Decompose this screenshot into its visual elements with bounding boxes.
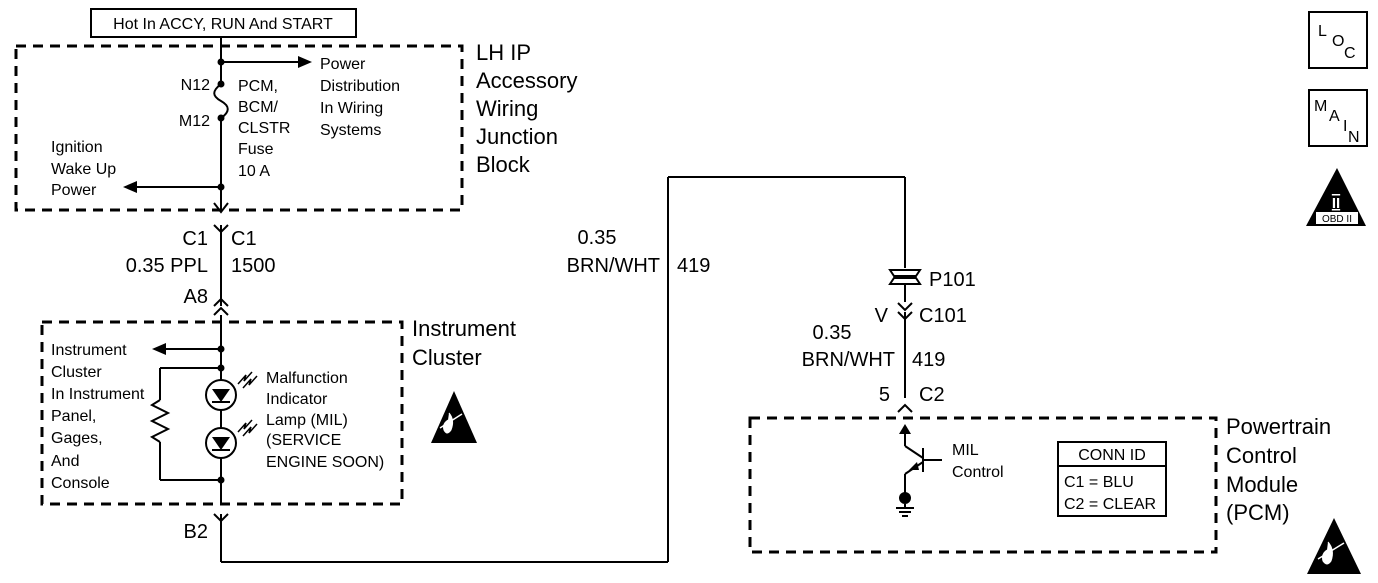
mil-control-label: MIL Control [952, 442, 1004, 481]
svg-text:L: L [1318, 23, 1327, 40]
esd-warning-icon [1307, 518, 1361, 574]
wire-c1-1500: C1 C1 0.35 PPL 1500 A8 [126, 202, 276, 322]
conn-id-table: CONN ID C1 = BLU C2 = CLEAR [1057, 441, 1167, 517]
splice-label: P101 [929, 269, 976, 291]
connector-female-icon [213, 202, 229, 214]
conn-id-row: C2 = CLEAR [1064, 496, 1156, 513]
wire-419: B2 0.35 BRN/WHT 419 [184, 176, 906, 563]
esd-warning-icon [431, 391, 477, 443]
fuse-label: PCM, BCM/ CLSTR Fuse 10 A [238, 78, 295, 180]
pin-5: 5 [879, 384, 890, 406]
wire-color: BRN/WHT [567, 255, 660, 277]
arrow-right-icon [298, 56, 312, 68]
svg-text:A: A [1329, 108, 1340, 125]
svg-text:II: II [1332, 195, 1340, 212]
resistor-icon [149, 399, 171, 443]
circuit-number: 419 [912, 349, 945, 371]
circuit-number: 419 [677, 255, 710, 277]
led-icon [205, 419, 258, 459]
svg-text:C: C [1344, 45, 1356, 62]
power-distribution-label: Power Distribution In Wiring Systems [320, 56, 404, 139]
instrument-cluster: Instrument Cluster [40, 316, 522, 506]
transistor-icon [896, 424, 942, 517]
pin-a8: A8 [184, 286, 208, 308]
svg-text:M: M [1314, 98, 1327, 115]
svg-text:N: N [1348, 129, 1360, 146]
connector-female-icon [213, 306, 229, 316]
pcm-boundary [748, 416, 1218, 554]
terminal-dot [217, 80, 225, 88]
svg-text:O: O [1332, 33, 1344, 50]
header-label-box: Hot In ACCY, RUN And START [90, 8, 357, 38]
svg-text:I: I [1343, 118, 1347, 135]
connector-c1-right: C1 [231, 228, 257, 250]
header-label: Hot In ACCY, RUN And START [113, 16, 333, 33]
pin-v: V [875, 305, 889, 327]
pin-b2: B2 [184, 521, 208, 543]
junction-block-boundary [14, 44, 464, 212]
circuit-number: 1500 [231, 255, 276, 277]
arrow-left-icon [123, 181, 137, 193]
mil-label: Malfunction Indicator Lamp (MIL) (SERVIC… [266, 370, 384, 471]
terminal-m12: M12 [179, 113, 210, 130]
ignition-wake-up-label: Ignition Wake Up Power [51, 139, 121, 199]
connector-c1-left: C1 [182, 228, 208, 250]
arrow-left-icon [152, 343, 166, 355]
connector-female-icon [897, 302, 913, 312]
pcm-title: Powertrain Control Module (PCM) [1226, 414, 1337, 525]
splice-pack-p101: P101 V C101 0.35 BRN/WHT 419 5 C2 [802, 269, 976, 413]
led-icon [205, 371, 258, 411]
pcm-module: Powertrain Control Module (PCM) MIL Cont… [748, 414, 1361, 574]
instrument-cluster-title: Instrument Cluster [412, 316, 522, 370]
conn-id-header: CONN ID [1078, 447, 1146, 464]
wire-color: BRN/WHT [802, 349, 895, 371]
junction-block-title: LH IP Accessory Wiring Junction Block [476, 40, 584, 177]
conn-id-row: C1 = BLU [1064, 474, 1134, 491]
wire-gauge: 0.35 [578, 227, 617, 249]
instrument-feed-label: Instrument Cluster In Instrument Panel, … [51, 342, 149, 492]
connector-male-icon [897, 403, 913, 413]
terminal-n12: N12 [181, 77, 210, 94]
terminal-dot [217, 114, 225, 122]
fuse-symbol [213, 83, 229, 119]
main-icon[interactable]: M A I N [1308, 89, 1368, 147]
obd-ii-icon[interactable]: II OBD II [1306, 168, 1366, 226]
connector-male-icon [213, 297, 229, 307]
junction-block: LH IP Accessory Wiring Junction Block N1… [14, 37, 584, 212]
connector-c101: C101 [919, 305, 967, 327]
wire-gauge: 0.35 [813, 322, 852, 344]
svg-text:OBD II: OBD II [1322, 214, 1352, 225]
loc-icon[interactable]: L O C [1308, 11, 1368, 69]
connector-c2: C2 [919, 384, 945, 406]
wire-gauge-color: 0.35 PPL [126, 255, 208, 277]
